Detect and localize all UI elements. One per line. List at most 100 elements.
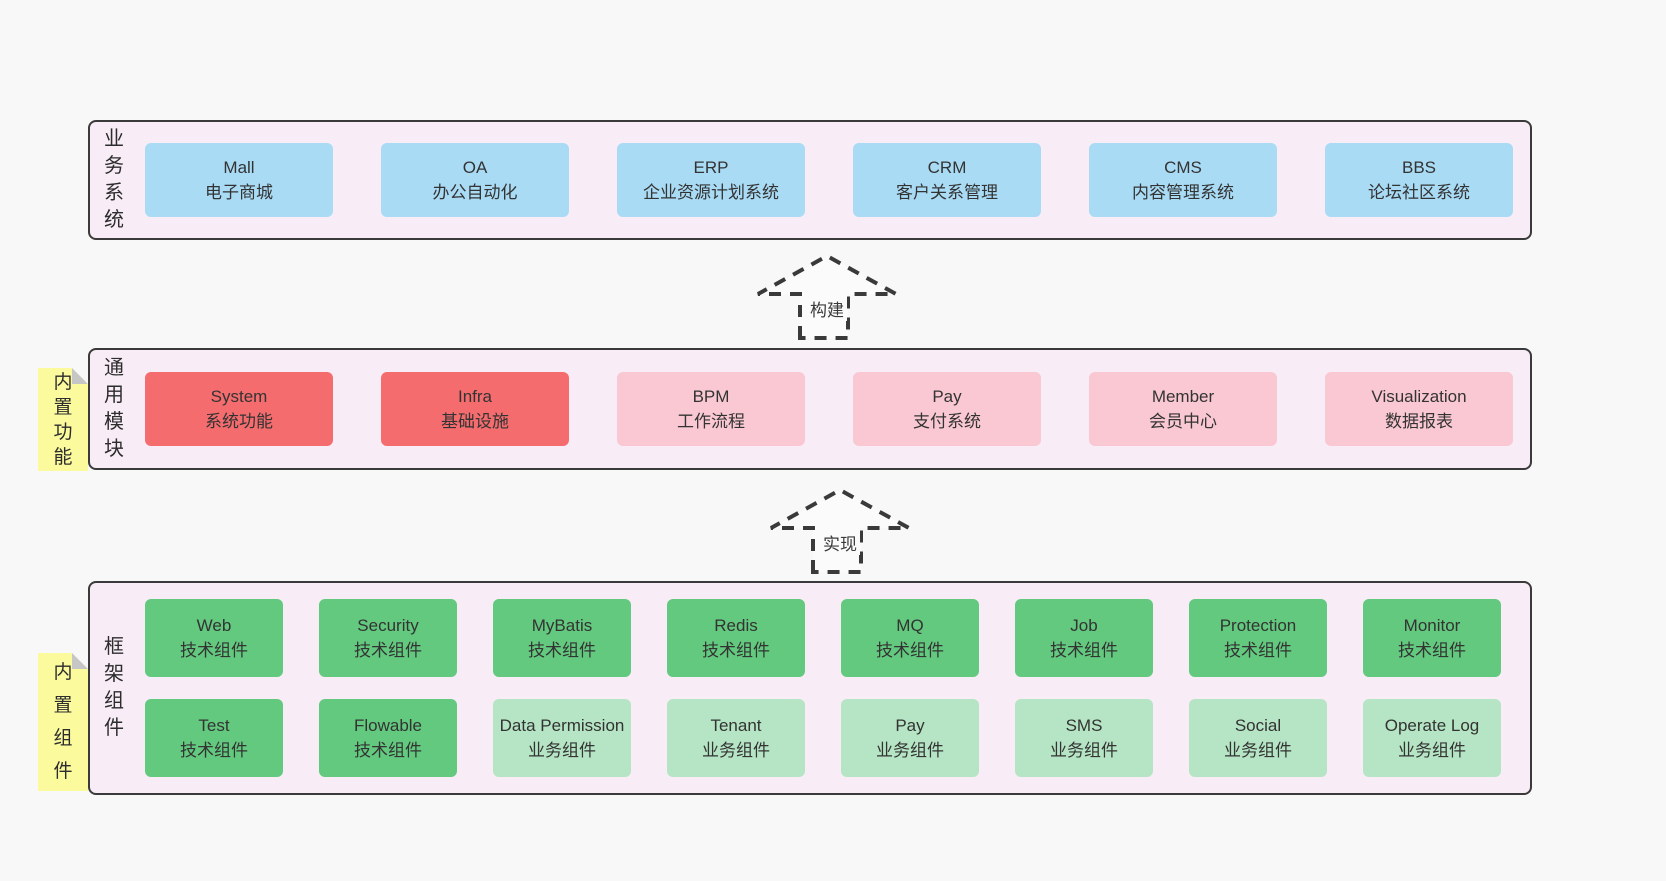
node-title: Member: [1151, 387, 1215, 406]
node-title: Social: [1234, 716, 1282, 735]
sticky-note-builtin-features: 内置功能: [38, 368, 88, 471]
arrow-implement: 实现: [765, 486, 915, 578]
node-security: Security 技术组件: [319, 599, 457, 677]
node-title: MQ: [896, 616, 924, 635]
node-subtitle: 支付系统: [913, 412, 981, 431]
node-subtitle: 业务组件: [528, 741, 596, 760]
node-title: CRM: [927, 158, 967, 177]
node-mybatis: MyBatis 技术组件: [493, 599, 631, 677]
node-subtitle: 业务组件: [1398, 741, 1466, 760]
node-title: BBS: [1401, 158, 1437, 177]
node-title: Data Permission: [499, 716, 625, 735]
framework-components-layer: 框架组件 Web 技术组件 Security 技术组件 MyBatis 技术组件…: [88, 581, 1532, 795]
node-test: Test 技术组件: [145, 699, 283, 777]
node-subtitle: 论坛社区系统: [1368, 183, 1470, 202]
node-visualization: Visualization 数据报表: [1325, 372, 1513, 446]
node-subtitle: 技术组件: [876, 641, 944, 660]
node-subtitle: 技术组件: [180, 741, 248, 760]
node-title: BPM: [692, 387, 730, 406]
node-title: Pay: [895, 716, 925, 735]
common-modules-layer: 通用模块 System 系统功能 Infra 基础设施 BPM 工作流程 Pay…: [88, 348, 1532, 470]
folded-corner-icon: [72, 368, 88, 384]
node-mall: Mall 电子商城: [145, 143, 333, 217]
node-title: Visualization: [1371, 387, 1467, 406]
arrow-build: 构建: [752, 252, 902, 344]
node-title: MyBatis: [531, 616, 593, 635]
framework-layer-label: 框架组件: [104, 636, 124, 739]
node-mq: MQ 技术组件: [841, 599, 979, 677]
node-subtitle: 业务组件: [876, 741, 944, 760]
node-pay-biz: Pay 业务组件: [841, 699, 979, 777]
node-title: Tenant: [710, 716, 762, 735]
node-title: System: [210, 387, 268, 406]
node-subtitle: 内容管理系统: [1132, 183, 1234, 202]
node-subtitle: 技术组件: [180, 641, 248, 660]
node-crm: CRM 客户关系管理: [853, 143, 1041, 217]
node-subtitle: 技术组件: [702, 641, 770, 660]
node-title: Redis: [714, 616, 758, 635]
sticky-note-builtin-components: 内置组件: [38, 653, 88, 791]
node-title: Protection: [1219, 616, 1297, 635]
node-subtitle: 系统功能: [205, 412, 273, 431]
node-subtitle: 业务组件: [1224, 741, 1292, 760]
node-subtitle: 业务组件: [1050, 741, 1118, 760]
framework-row-2: Test 技术组件 Flowable 技术组件 Data Permission …: [90, 699, 1530, 777]
node-member: Member 会员中心: [1089, 372, 1277, 446]
node-title: ERP: [693, 158, 729, 177]
arrow-build-label: 构建: [807, 296, 847, 321]
node-title: Security: [357, 616, 419, 635]
node-subtitle: 会员中心: [1149, 412, 1217, 431]
node-pay: Pay 支付系统: [853, 372, 1041, 446]
node-title: OA: [462, 158, 488, 177]
node-subtitle: 基础设施: [441, 412, 509, 431]
node-title: Test: [198, 716, 230, 735]
node-tenant: Tenant 业务组件: [667, 699, 805, 777]
node-title: Pay: [932, 387, 962, 406]
node-job: Job 技术组件: [1015, 599, 1153, 677]
node-oa: OA 办公自动化: [381, 143, 569, 217]
node-subtitle: 技术组件: [1398, 641, 1466, 660]
node-data-permission: Data Permission 业务组件: [493, 699, 631, 777]
node-subtitle: 技术组件: [354, 641, 422, 660]
node-subtitle: 技术组件: [528, 641, 596, 660]
node-title: Monitor: [1403, 616, 1461, 635]
node-title: Mall: [223, 158, 255, 177]
node-sms: SMS 业务组件: [1015, 699, 1153, 777]
node-cms: CMS 内容管理系统: [1089, 143, 1277, 217]
common-row: System 系统功能 Infra 基础设施 BPM 工作流程 Pay 支付系统…: [90, 372, 1530, 446]
folded-corner-icon: [72, 653, 88, 669]
node-web: Web 技术组件: [145, 599, 283, 677]
node-flowable: Flowable 技术组件: [319, 699, 457, 777]
node-subtitle: 电子商城: [205, 183, 273, 202]
node-subtitle: 工作流程: [677, 412, 745, 431]
node-system: System 系统功能: [145, 372, 333, 446]
common-layer-label: 通用模块: [104, 357, 124, 460]
node-title: Flowable: [353, 716, 423, 735]
node-subtitle: 办公自动化: [432, 183, 518, 202]
node-subtitle: 客户关系管理: [896, 183, 998, 202]
node-erp: ERP 企业资源计划系统: [617, 143, 805, 217]
node-protection: Protection 技术组件: [1189, 599, 1327, 677]
node-title: SMS: [1065, 716, 1103, 735]
node-monitor: Monitor 技术组件: [1363, 599, 1501, 677]
node-title: CMS: [1164, 158, 1202, 177]
node-bpm: BPM 工作流程: [617, 372, 805, 446]
node-bbs: BBS 论坛社区系统: [1325, 143, 1513, 217]
node-title: Job: [1070, 616, 1098, 635]
node-subtitle: 技术组件: [1050, 641, 1118, 660]
node-title: Infra: [457, 387, 493, 406]
node-subtitle: 数据报表: [1385, 412, 1453, 431]
node-infra: Infra 基础设施: [381, 372, 569, 446]
business-row: Mall 电子商城 OA 办公自动化 ERP 企业资源计划系统 CRM 客户关系…: [90, 143, 1530, 217]
node-subtitle: 业务组件: [702, 741, 770, 760]
framework-row-1: Web 技术组件 Security 技术组件 MyBatis 技术组件 Redi…: [90, 599, 1530, 677]
node-title: Operate Log: [1384, 716, 1480, 735]
node-subtitle: 企业资源计划系统: [643, 183, 779, 202]
node-subtitle: 技术组件: [354, 741, 422, 760]
business-systems-layer: 业务系统 Mall 电子商城 OA 办公自动化 ERP 企业资源计划系统 CRM…: [88, 120, 1532, 240]
node-social: Social 业务组件: [1189, 699, 1327, 777]
node-redis: Redis 技术组件: [667, 599, 805, 677]
business-layer-label: 业务系统: [104, 128, 124, 231]
node-title: Web: [196, 616, 232, 635]
node-operate-log: Operate Log 业务组件: [1363, 699, 1501, 777]
